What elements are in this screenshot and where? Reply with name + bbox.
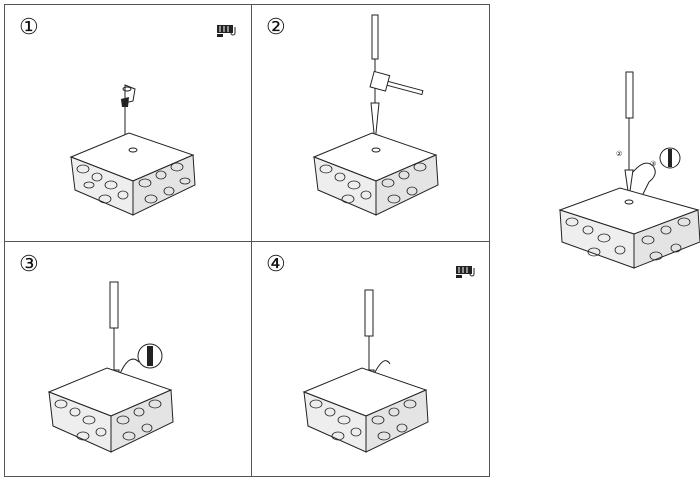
- ground-block: [302, 367, 429, 453]
- ground-block: [69, 132, 196, 216]
- step-1-number: ①: [19, 15, 39, 40]
- assembly-overview: ② ① ③: [540, 60, 700, 280]
- instruction-grid: ①: [4, 4, 490, 477]
- step-1-illustration: [69, 25, 236, 216]
- step-2-illustration: [312, 14, 439, 216]
- battery-callout-icon: [659, 147, 681, 169]
- overview-callout-c: ③: [650, 160, 656, 168]
- step-3-panel: ③: [5, 242, 252, 476]
- step-2-panel: ②: [252, 5, 490, 242]
- step-2-number: ②: [266, 15, 286, 40]
- step-3-illustration: [47, 281, 174, 453]
- step-4-panel: ④: [252, 242, 490, 476]
- battery-pack-icon: [456, 266, 475, 278]
- step-4-illustration: [302, 266, 475, 453]
- battery-pack-icon: [217, 25, 236, 37]
- stake-light-icon: [370, 14, 380, 144]
- ground-block: [312, 132, 439, 216]
- battery-callout-icon: [118, 343, 163, 377]
- stake-light-icon: [624, 71, 656, 199]
- overview-illustration: ② ① ③: [558, 71, 700, 269]
- overview-callout-a: ②: [616, 150, 622, 158]
- step-1-panel: ①: [5, 5, 252, 242]
- step-3-number: ③: [19, 252, 39, 277]
- ground-block: [558, 187, 700, 269]
- step-4-number: ④: [266, 252, 286, 277]
- hammer-icon: [369, 70, 424, 96]
- ground-block: [47, 367, 174, 453]
